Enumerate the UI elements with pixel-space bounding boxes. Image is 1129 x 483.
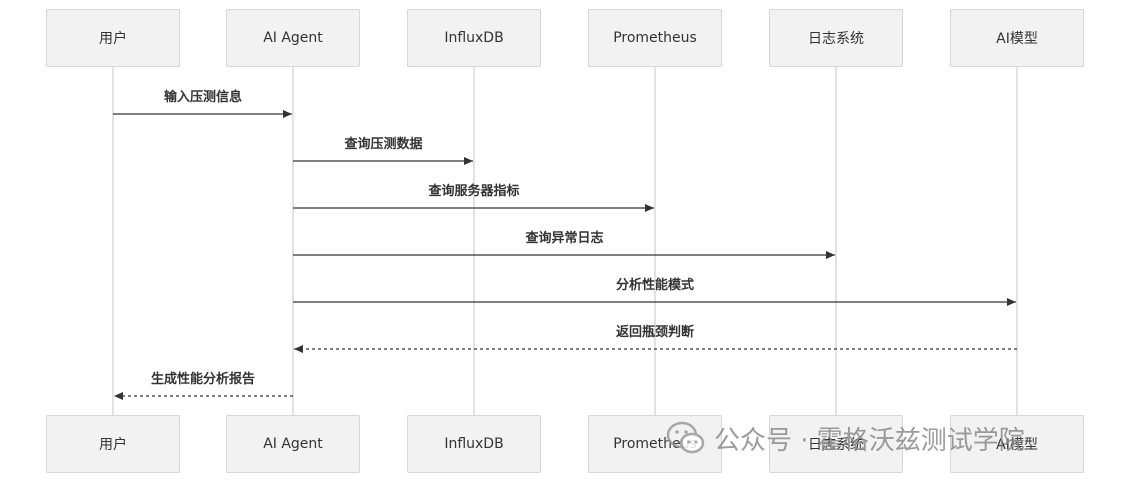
message-label-7: 生成性能分析报告 <box>150 372 256 387</box>
participant-model-top: AI模型 <box>950 9 1084 67</box>
watermark: 公众号 · 霍格沃兹测试学院 <box>666 418 1025 458</box>
wechat-icon <box>666 421 705 454</box>
participant-prom-top: Prometheus <box>588 9 722 67</box>
participant-user-top: 用户 <box>46 9 180 67</box>
participant-logs-top: 日志系统 <box>769 9 903 67</box>
message-label-3: 查询服务器指标 <box>428 184 520 199</box>
participant-user-bottom: 用户 <box>46 415 180 473</box>
participant-influx-bottom: InfluxDB <box>407 415 541 473</box>
participant-prom-bottom: Prometheus <box>588 415 722 473</box>
watermark-text: 公众号 · 霍格沃兹测试学院 <box>714 425 1025 456</box>
participant-model-bottom: AI模型 <box>950 415 1084 473</box>
participant-influx-top: InfluxDB <box>407 9 541 67</box>
participant-agent-top: AI Agent <box>226 9 360 67</box>
message-label-2: 查询压测数据 <box>344 137 423 152</box>
participant-logs-bottom: 日志系统 <box>769 415 903 473</box>
message-label-5: 分析性能模式 <box>615 278 695 293</box>
message-label-6: 返回瓶颈判断 <box>615 325 695 340</box>
participant-agent-bottom: AI Agent <box>226 415 360 473</box>
message-label-4: 查询异常日志 <box>525 231 604 246</box>
message-label-1: 输入压测信息 <box>163 90 243 105</box>
